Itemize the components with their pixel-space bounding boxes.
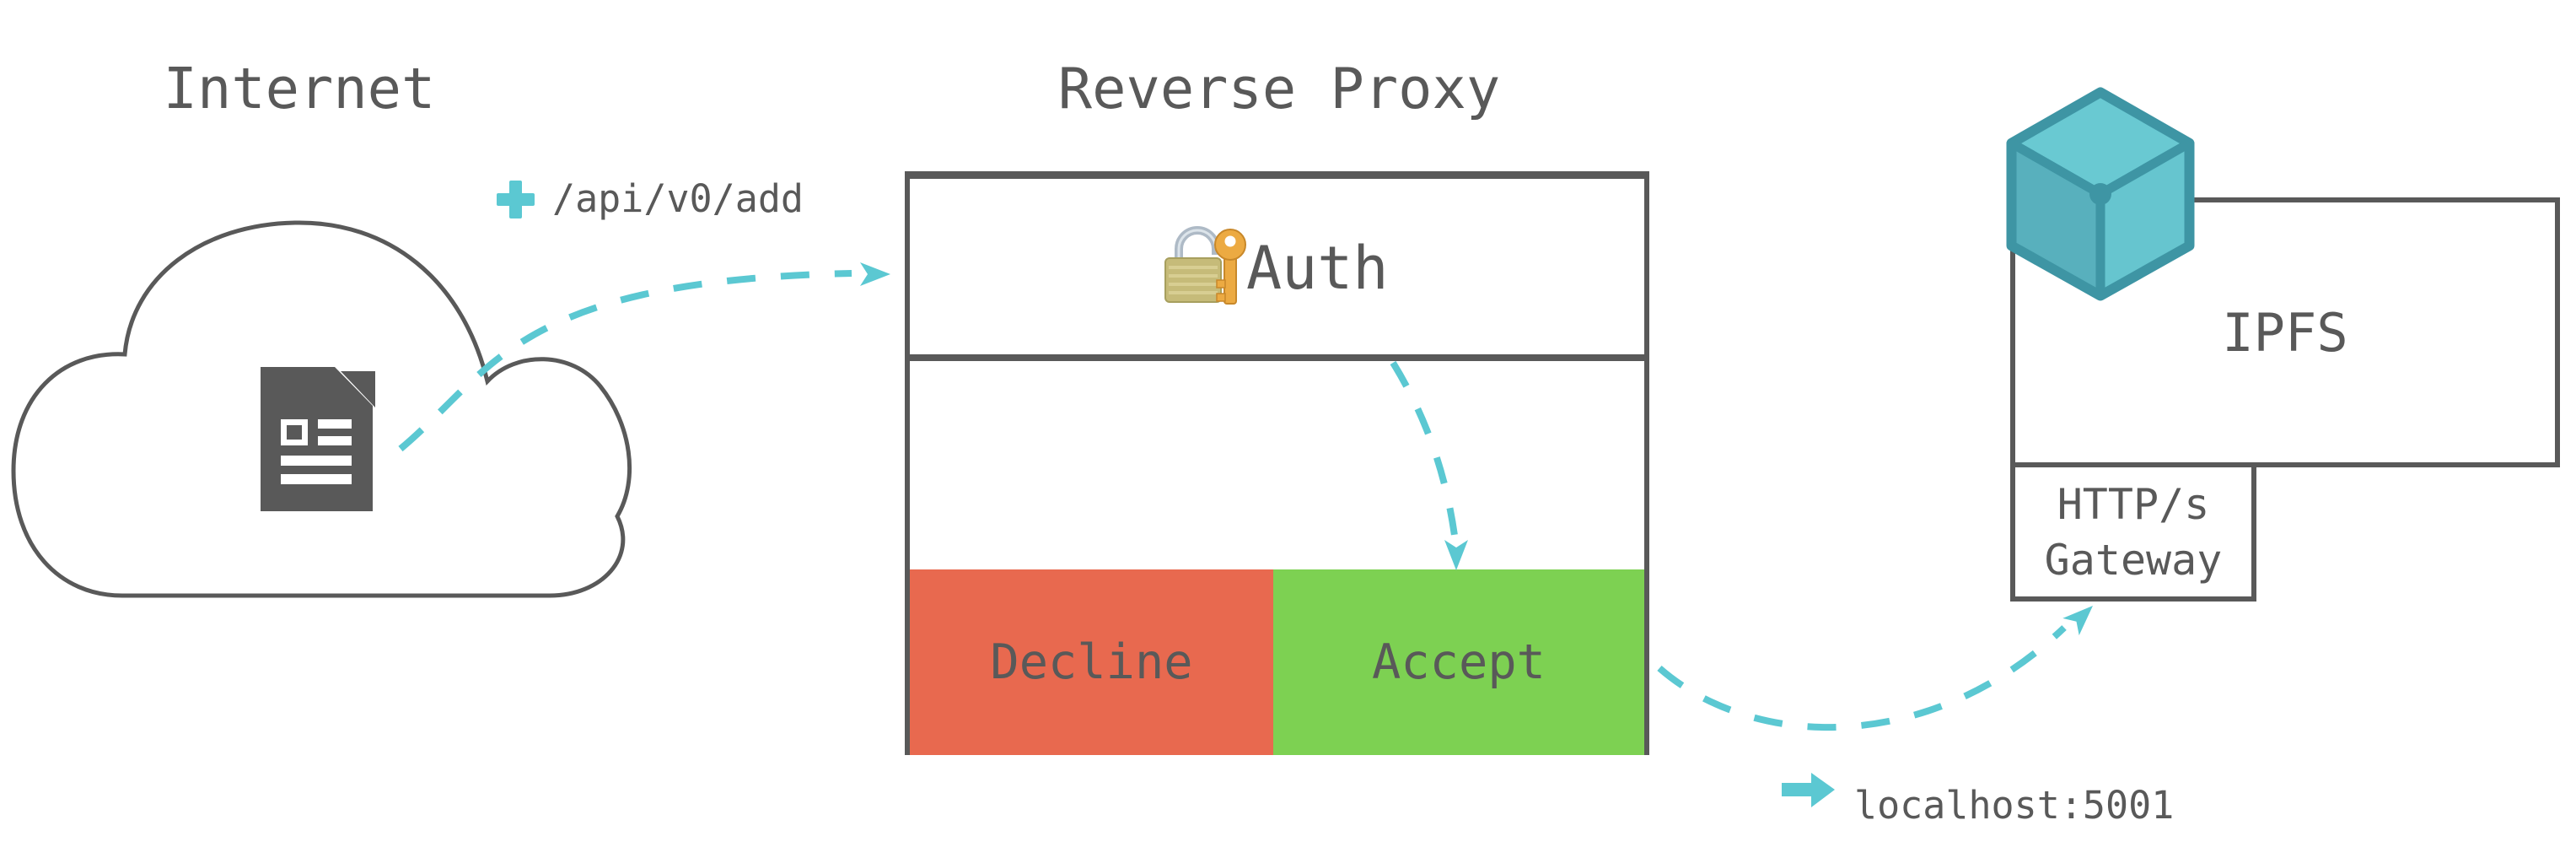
reverse-proxy-box [905, 171, 1649, 755]
ipfs-label: IPFS [2222, 301, 2348, 364]
right-arrow-icon [1782, 773, 1835, 807]
document-icon [261, 367, 375, 511]
arrow-accept-to-gateway [1657, 606, 2093, 731]
api-path-label: /api/v0/add [552, 176, 804, 221]
cloud-icon [11, 220, 632, 598]
gateway-label-line1: HTTP/s [2057, 479, 2210, 529]
arrowhead-up-right-icon [2062, 606, 2093, 636]
arrowhead-right-icon [860, 262, 890, 286]
plus-icon [497, 181, 535, 218]
reverse-proxy-title: Reverse Proxy [1057, 56, 1501, 121]
auth-row: Auth [1162, 226, 1499, 310]
endpoint-label: localhost:5001 [1854, 783, 2175, 828]
decline-label: Decline [990, 634, 1193, 690]
internet-title: Internet [163, 56, 436, 121]
decline-button[interactable]: Decline [910, 569, 1273, 755]
accept-label: Accept [1372, 634, 1546, 690]
arrow-cloud-to-proxy [398, 262, 890, 452]
gateway-label-line2: Gateway [2044, 535, 2223, 585]
accept-button[interactable]: Accept [1273, 569, 1644, 755]
auth-divider [905, 354, 1649, 361]
gateway-box: HTTP/s Gateway [2010, 462, 2256, 602]
auth-label: Auth [1246, 234, 1389, 303]
ipfs-box: IPFS [2010, 197, 2560, 467]
